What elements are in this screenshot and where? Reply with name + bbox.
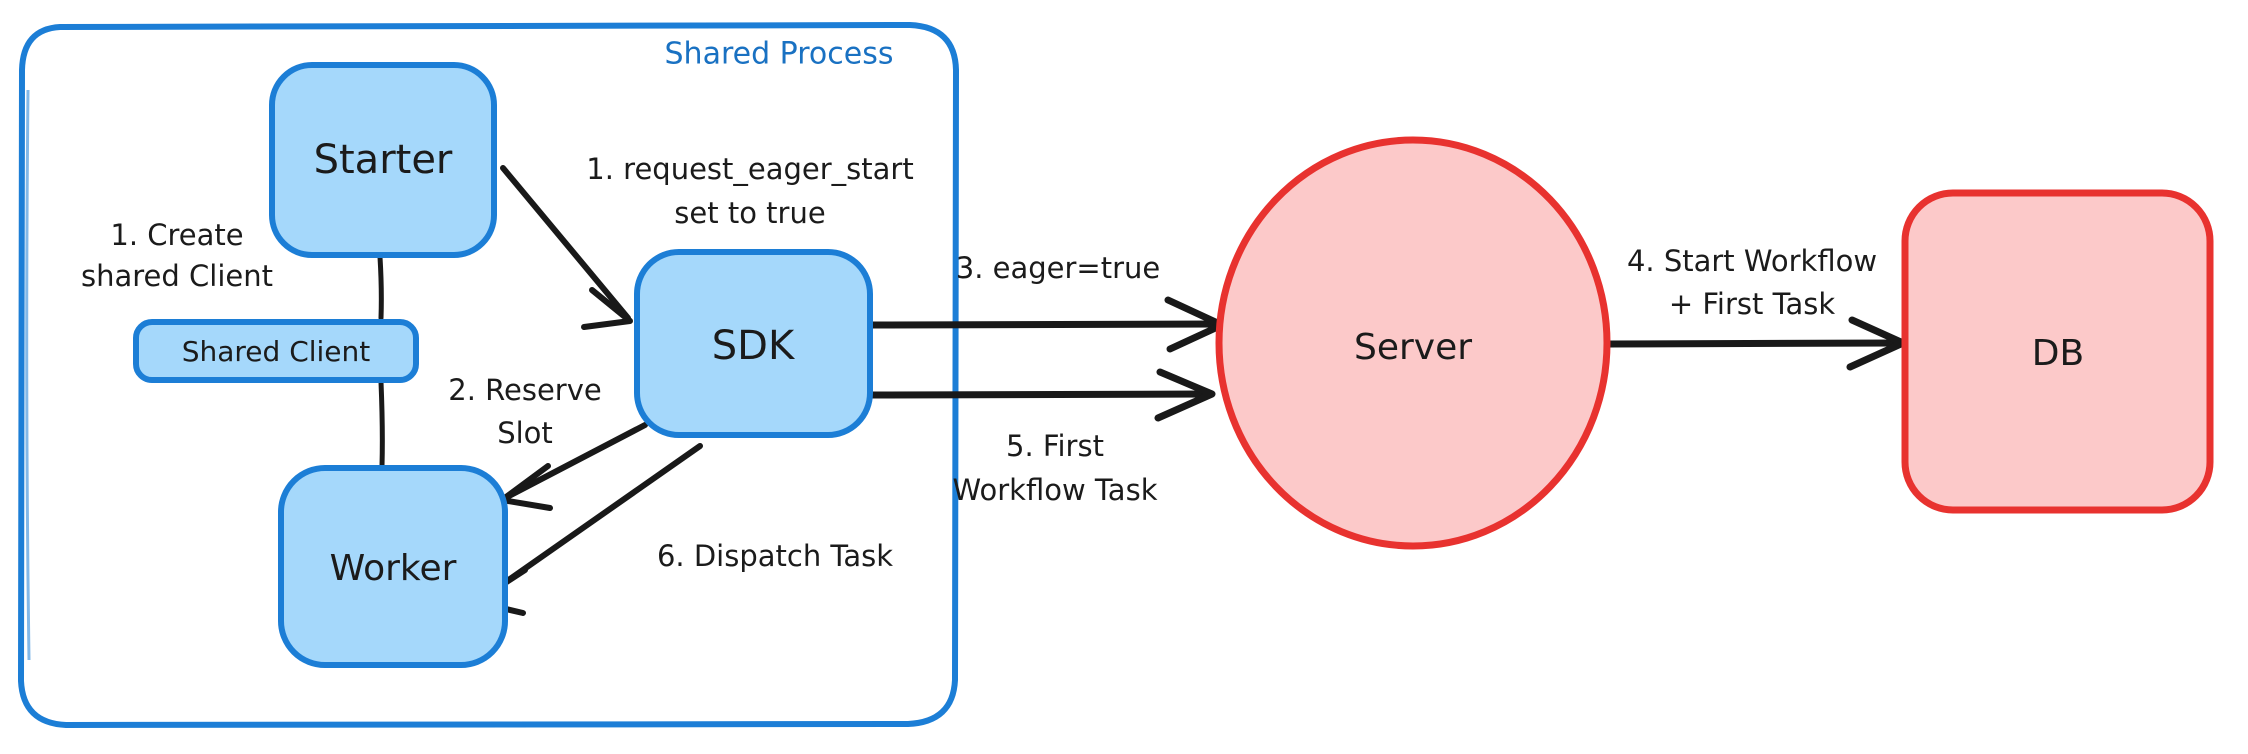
edge-start-workflow-line — [1604, 339, 1902, 348]
node-shared-client-border — [133, 319, 419, 383]
edge-first-workflow-task-label-line2: Workflow Task — [953, 473, 1158, 507]
node-worker-border — [278, 465, 508, 668]
edge-request-eager-start-arrowhead — [581, 287, 633, 330]
shared-process-border — [18, 22, 959, 728]
edge-shared-client-worker-line — [378, 379, 385, 469]
node-shared-client-label: Shared Client — [182, 335, 371, 368]
edge-dispatch-task[interactable]: 6. Dispatch Task — [473, 443, 893, 616]
node-shared-client-fill — [136, 322, 416, 380]
node-starter[interactable]: Starter — [269, 62, 497, 258]
node-starter-border — [269, 62, 497, 258]
edge-create-shared-client-label-line1: 1. Create — [110, 218, 243, 252]
edge-request-eager-start-line — [500, 165, 631, 321]
edge-reserve-slot-line — [502, 422, 648, 501]
node-worker-fill — [281, 468, 505, 665]
node-sdk-border — [634, 249, 873, 438]
edge-first-workflow-task[interactable]: 5. First Workflow Task — [869, 368, 1216, 507]
edge-start-workflow[interactable]: 4. Start Workflow + First Task — [1604, 244, 1907, 371]
edge-start-workflow-label-line2: + First Task — [1669, 287, 1836, 321]
group-shared-process[interactable]: Shared Process — [18, 22, 959, 728]
shared-process-label: Shared Process — [665, 37, 894, 72]
edge-first-workflow-task-label-line1: 5. First — [1006, 429, 1104, 463]
shared-process-sketch-stroke — [25, 89, 31, 661]
node-server-label: Server — [1354, 327, 1472, 368]
node-sdk[interactable]: SDK — [634, 249, 873, 438]
node-server-fill — [1219, 140, 1607, 546]
edge-shared-client-worker[interactable] — [378, 379, 385, 469]
edge-request-eager-start-label-line1: 1. request_eager_start — [586, 152, 913, 186]
node-starter-fill — [272, 65, 494, 255]
node-server-border — [1215, 136, 1611, 550]
node-db-fill — [1905, 193, 2210, 510]
node-db-border — [1901, 189, 2214, 514]
edge-first-workflow-task-arrowhead — [1154, 368, 1216, 422]
edge-request-eager-start[interactable]: 1. request_eager_start set to true — [500, 152, 914, 330]
node-sdk-fill — [637, 252, 870, 435]
node-db[interactable]: DB — [1901, 189, 2214, 514]
edge-request-eager-start-label-line2: set to true — [674, 196, 825, 230]
edge-eager-true[interactable]: 3. eager=true — [869, 251, 1226, 353]
node-shared-client[interactable]: Shared Client — [133, 319, 419, 383]
edge-eager-true-label-line1: 3. eager=true — [956, 251, 1161, 285]
edge-create-shared-client[interactable]: 1. Create shared Client — [81, 218, 384, 321]
node-server[interactable]: Server — [1215, 136, 1611, 550]
node-sdk-label: SDK — [712, 323, 796, 369]
node-worker-label: Worker — [330, 548, 457, 589]
edge-first-workflow-task-line — [869, 390, 1212, 399]
edge-reserve-slot-label-line2: Slot — [497, 416, 553, 450]
edge-create-shared-client-line — [377, 254, 384, 321]
edge-create-shared-client-label-line2: shared Client — [81, 259, 273, 293]
edge-start-workflow-label-line1: 4. Start Workflow — [1627, 244, 1877, 278]
edge-eager-true-line — [869, 320, 1222, 329]
node-db-label: DB — [2032, 333, 2084, 374]
edge-dispatch-task-label-line1: 6. Dispatch Task — [657, 539, 893, 573]
node-starter-label: Starter — [314, 137, 453, 183]
node-worker[interactable]: Worker — [278, 465, 508, 668]
edge-reserve-slot-label-line1: 2. Reserve — [448, 373, 601, 407]
